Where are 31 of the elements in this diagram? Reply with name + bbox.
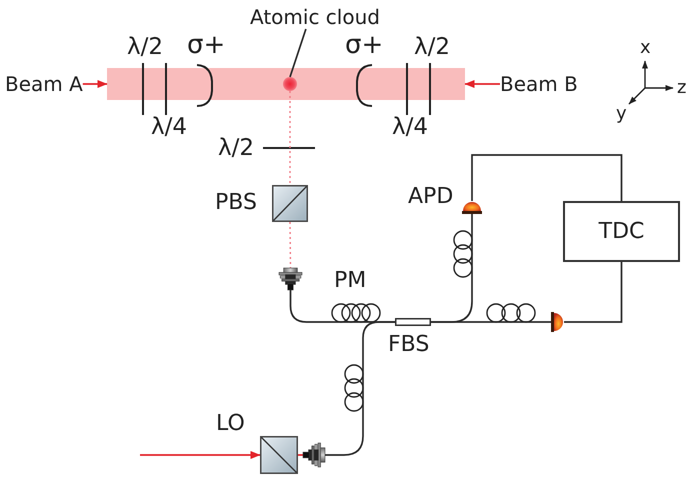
leader-line xyxy=(289,28,307,78)
plate-label: λ/2 xyxy=(127,34,163,60)
polarization-label: σ+ xyxy=(345,30,384,60)
optical-fiber xyxy=(325,321,395,456)
callout-label: Atomic cloud xyxy=(250,5,380,29)
axis-label: x xyxy=(640,37,651,58)
axis-label: z xyxy=(677,77,686,98)
laser-beam xyxy=(107,68,465,100)
signal-wire xyxy=(564,262,622,323)
dotted-line xyxy=(289,91,291,185)
arrow xyxy=(464,80,500,88)
instrument-box: TDC xyxy=(563,201,680,262)
laser-arrow xyxy=(140,451,260,459)
plate-label: λ/4 xyxy=(392,114,428,140)
polarization-label: σ+ xyxy=(187,30,226,60)
cloud-dot xyxy=(283,77,297,91)
component-label: PBS xyxy=(215,190,257,215)
plate-label: λ/2 xyxy=(218,135,254,161)
optical-fiber xyxy=(431,321,551,323)
axis-label: y xyxy=(616,103,627,124)
signal-wire xyxy=(471,154,622,201)
plate-label: λ/2 xyxy=(414,34,450,60)
component-label: APD xyxy=(408,184,454,209)
arrow xyxy=(82,80,108,88)
beam-label: Beam A xyxy=(5,73,83,95)
plate-label: λ/4 xyxy=(151,114,187,140)
laser-line xyxy=(298,454,303,456)
component-label: FBS xyxy=(388,332,430,357)
dotted-line xyxy=(289,222,292,268)
component-label: LO xyxy=(216,411,245,436)
beam-label: Beam B xyxy=(500,73,578,95)
